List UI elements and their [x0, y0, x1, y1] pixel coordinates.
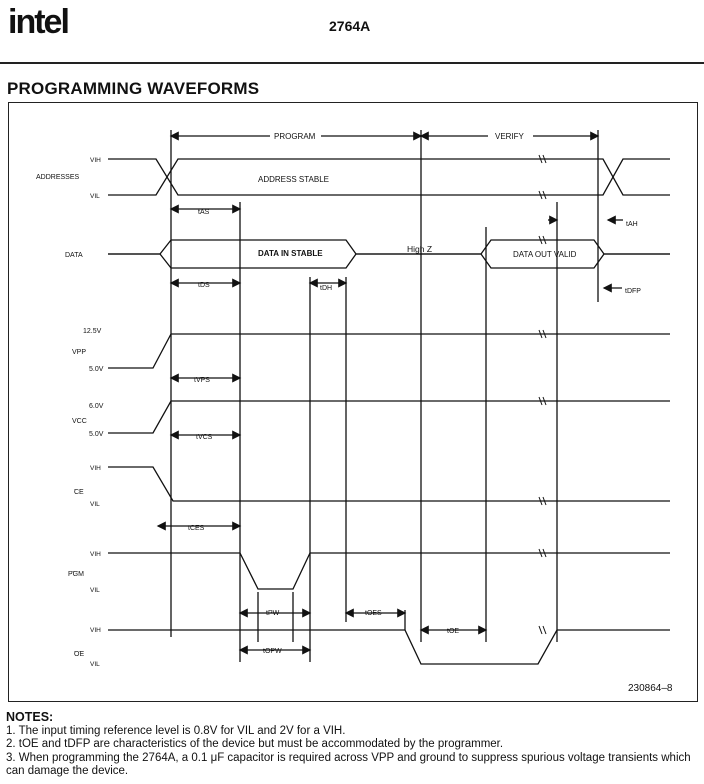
- verify-label: VERIFY: [495, 132, 525, 141]
- diagram-frame: [8, 102, 698, 702]
- topw-label: tOPW: [263, 648, 282, 655]
- oe-vil-label: VIL: [90, 661, 100, 668]
- high-z-label: High Z: [407, 244, 432, 254]
- note-2: 2. tOE and tDFP are characteristics of t…: [6, 738, 504, 751]
- header-rule: [0, 62, 704, 64]
- addr-vil-label: VIL: [90, 193, 100, 200]
- data-waveform-lower: [108, 253, 670, 269]
- notes-section: NOTES: 1. The input timing reference lev…: [6, 710, 700, 779]
- data-waveform-upper: [108, 239, 670, 255]
- data-in-stable-label: DATA IN STABLE: [258, 249, 323, 258]
- vcc-waveform: [108, 400, 670, 434]
- toe-label: tOE: [447, 628, 459, 635]
- oe-vih-label: VIH: [90, 627, 101, 634]
- address-stable-label: ADDRESS STABLE: [258, 175, 329, 184]
- oe-waveform: [108, 629, 670, 665]
- programming-waveform-diagram: PROGRAM VERIFY ADDRESSES DATA VPP VCC CE…: [8, 102, 698, 702]
- toes-label: tOES: [365, 610, 382, 617]
- signal-addresses: ADDRESSES: [36, 174, 80, 181]
- ce-vih-label: VIH: [90, 465, 101, 472]
- intel-logo: intel: [8, 3, 70, 41]
- tdh-label: tDH: [320, 285, 332, 292]
- vcc-high-label: 6.0V: [89, 403, 104, 410]
- part-number: 2764A: [329, 18, 371, 34]
- tas-label: tAS: [198, 209, 210, 216]
- vpp-waveform: [108, 333, 670, 369]
- ce-vil-label: VIL: [90, 501, 100, 508]
- tvps-label: tVPS: [194, 377, 210, 384]
- vcc-low-label: 5.0V: [89, 431, 104, 438]
- vpp-high-label: 12.5V: [83, 328, 102, 335]
- program-label: PROGRAM: [274, 132, 316, 141]
- address-waveform-high: [108, 158, 670, 196]
- ce-waveform: [108, 466, 670, 502]
- tvcs-label: tVCS: [196, 434, 213, 441]
- section-title: PROGRAMMING WAVEFORMS: [7, 79, 260, 98]
- signal-data: DATA: [65, 252, 83, 259]
- tces-label: tCES: [188, 525, 205, 532]
- notes-title: NOTES:: [6, 710, 54, 724]
- tdfp-label: tDFP: [625, 288, 641, 295]
- signal-oe: OE: [74, 651, 84, 658]
- signal-vpp: VPP: [72, 349, 86, 356]
- tah-label: tAH: [626, 221, 638, 228]
- break-mark: [538, 235, 547, 635]
- figure-id: 230864–8: [628, 683, 673, 694]
- signal-pgm: PGM: [68, 571, 84, 578]
- break-mark: [538, 154, 547, 200]
- pgm-vil-label: VIL: [90, 587, 100, 594]
- tds-label: tDS: [198, 282, 210, 289]
- vpp-low-label: 5.0V: [89, 366, 104, 373]
- address-waveform-low: [108, 158, 670, 196]
- data-out-valid-label: DATA OUT VALID: [513, 250, 577, 259]
- pgm-vih-label: VIH: [90, 551, 101, 558]
- note-3: 3. When programming the 2764A, a 0.1 μF …: [6, 751, 691, 778]
- pgm-waveform: [108, 552, 670, 590]
- note-1: 1. The input timing reference level is 0…: [6, 724, 346, 737]
- addr-vih-label: VIH: [90, 157, 101, 164]
- signal-ce: CE: [74, 489, 84, 496]
- tpw-label: tPW: [266, 610, 280, 617]
- signal-vcc: VCC: [72, 418, 87, 425]
